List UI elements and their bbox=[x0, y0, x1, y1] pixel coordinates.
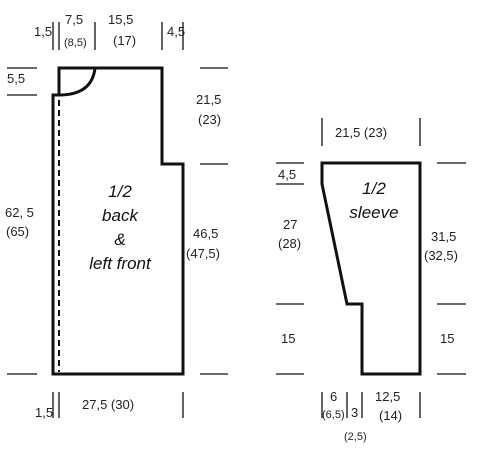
dim-sleeve-upper: 31,5 bbox=[431, 229, 456, 244]
back-front-label-line: left front bbox=[89, 254, 152, 273]
dim-top-right: 4,5 bbox=[167, 24, 185, 39]
back-front-label-line: & bbox=[114, 230, 125, 249]
dim-sleeve-upper-alt: (32,5) bbox=[424, 248, 458, 263]
dim-top-neck: 7,5 bbox=[65, 12, 83, 27]
dim-top-shoulder-alt: (17) bbox=[113, 33, 136, 48]
dim-left-length: 62, 5 bbox=[5, 205, 34, 220]
dim-right-armhole-alt: (23) bbox=[198, 112, 221, 127]
dim-bottom-edge: 1,5 bbox=[35, 405, 53, 420]
dim-sleeve-cap-alt: (28) bbox=[278, 236, 301, 251]
dim-left-neck: 5,5 bbox=[7, 71, 25, 86]
dim-top-neck-alt: (8,5) bbox=[64, 37, 87, 49]
back-front-label-line: back bbox=[102, 206, 139, 225]
dim-sleeve-top-width: 21,5 (23) bbox=[335, 125, 387, 140]
dim-sleeve-bottom-a-alt: (6,5) bbox=[322, 409, 345, 421]
dim-bottom-width: 27,5 (30) bbox=[82, 397, 134, 412]
dim-sleeve-bottom-a: 6 bbox=[330, 389, 337, 404]
back-neckline-curve bbox=[58, 67, 97, 97]
sleeve-label-line: 1/2 bbox=[362, 179, 386, 198]
dim-sleeve-bottom-b: 3 bbox=[351, 405, 358, 420]
back-front-piece: 1,5 7,5 (8,5) 15,5 (17) 4,5 5,5 62, 5 (6… bbox=[5, 12, 228, 420]
dim-top-edge: 1,5 bbox=[34, 24, 52, 39]
dim-sleeve-left-cuff: 15 bbox=[281, 331, 295, 346]
dim-left-length-alt: (65) bbox=[6, 224, 29, 239]
dim-sleeve-cap: 27 bbox=[283, 217, 297, 232]
dim-right-side: 46,5 bbox=[193, 226, 218, 241]
dim-right-side-alt: (47,5) bbox=[186, 246, 220, 261]
back-front-outline bbox=[51, 66, 185, 376]
dim-sleeve-bottom-b-alt: (2,5) bbox=[344, 431, 367, 443]
dim-sleeve-right-cuff: 15 bbox=[440, 331, 454, 346]
back-front-label-line: 1/2 bbox=[108, 182, 132, 201]
dim-right-armhole: 21,5 bbox=[196, 92, 221, 107]
sleeve-label-line: sleeve bbox=[349, 203, 398, 222]
dim-sleeve-bottom-c: 12,5 bbox=[375, 389, 400, 404]
dim-sleeve-cap-top: 4,5 bbox=[278, 167, 296, 182]
dim-top-shoulder: 15,5 bbox=[108, 12, 133, 27]
dim-sleeve-bottom-c-alt: (14) bbox=[379, 408, 402, 423]
sleeve-piece: 21,5 (23) 4,5 27 (28) 15 31,5 (32,5) 15 … bbox=[276, 118, 466, 443]
